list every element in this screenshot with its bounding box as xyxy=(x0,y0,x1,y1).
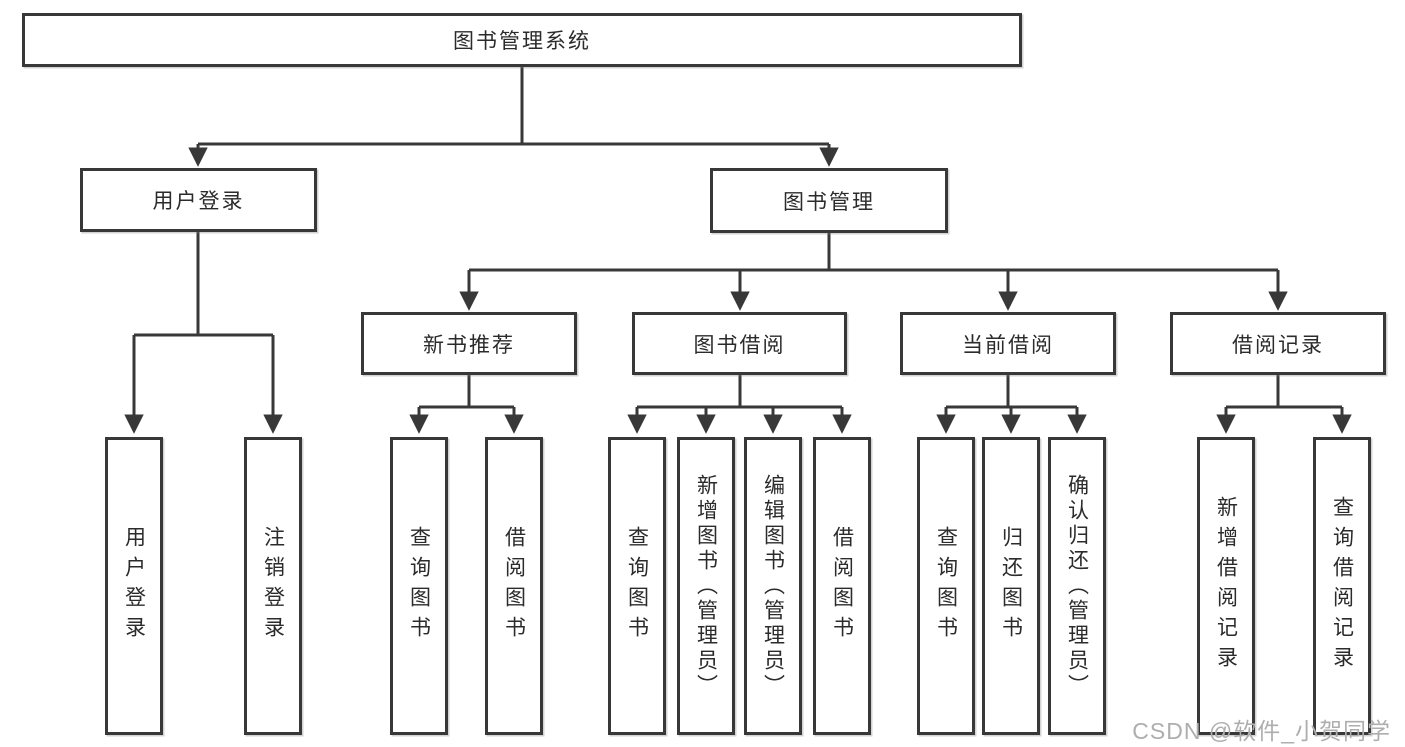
watermark: CSDN @软件_小贺同学 xyxy=(1132,718,1391,744)
node-leaf-query-book-3-label: 查询图书 xyxy=(934,526,958,646)
node-new-book-recommend-label: 新书推荐 xyxy=(423,333,515,357)
node-leaf-return-book: 归还图书 xyxy=(982,437,1040,735)
node-leaf-logout-label: 注销登录 xyxy=(261,526,285,646)
node-leaf-add-borrow-record-label: 新增借阅记录 xyxy=(1214,496,1238,676)
node-current-borrow: 当前借阅 xyxy=(900,312,1116,375)
node-leaf-user-login-label: 用户登录 xyxy=(122,526,146,646)
node-leaf-borrow-book-1-label: 借阅图书 xyxy=(502,526,526,646)
node-leaf-edit-book-admin: 编辑图书（管理员） xyxy=(744,437,802,735)
node-leaf-query-borrow-record: 查询借阅记录 xyxy=(1313,437,1371,735)
node-leaf-return-book-label: 归还图书 xyxy=(999,526,1023,646)
node-leaf-add-book-admin: 新增图书（管理员） xyxy=(677,437,735,735)
node-leaf-borrow-book-2-label: 借阅图书 xyxy=(830,526,854,646)
node-leaf-add-book-admin-label: 新增图书（管理员） xyxy=(694,473,718,699)
node-leaf-borrow-book-1: 借阅图书 xyxy=(485,437,543,735)
node-user-login-label: 用户登录 xyxy=(152,190,245,213)
node-leaf-logout: 注销登录 xyxy=(244,437,302,735)
node-leaf-query-book-1-label: 查询图书 xyxy=(407,526,431,646)
node-book-borrow-label: 图书借阅 xyxy=(693,333,786,357)
node-user-login: 用户登录 xyxy=(80,168,317,232)
node-current-borrow-label: 当前借阅 xyxy=(962,333,1054,357)
node-new-book-recommend: 新书推荐 xyxy=(361,312,577,375)
node-leaf-user-login: 用户登录 xyxy=(105,437,163,735)
node-leaf-query-book-2-label: 查询图书 xyxy=(625,526,649,646)
node-leaf-query-book-2: 查询图书 xyxy=(608,437,666,735)
node-leaf-add-borrow-record: 新增借阅记录 xyxy=(1197,437,1255,735)
node-borrow-records-label: 借阅记录 xyxy=(1232,333,1324,357)
node-root: 图书管理系统 xyxy=(22,13,1022,67)
node-book-management-label: 图书管理 xyxy=(783,190,875,214)
node-leaf-query-borrow-record-label: 查询借阅记录 xyxy=(1330,496,1354,676)
node-book-management: 图书管理 xyxy=(710,168,948,233)
node-leaf-confirm-return-admin: 确认归还（管理员） xyxy=(1048,437,1106,735)
node-borrow-records: 借阅记录 xyxy=(1170,312,1386,375)
node-leaf-borrow-book-2: 借阅图书 xyxy=(813,437,871,735)
node-leaf-edit-book-admin-label: 编辑图书（管理员） xyxy=(761,473,785,699)
node-leaf-query-book-1: 查询图书 xyxy=(390,437,448,735)
node-leaf-confirm-return-admin-label: 确认归还（管理员） xyxy=(1065,473,1089,699)
node-root-label: 图书管理系统 xyxy=(453,30,591,53)
node-leaf-query-book-3: 查询图书 xyxy=(917,437,975,735)
node-book-borrow: 图书借阅 xyxy=(632,312,847,375)
